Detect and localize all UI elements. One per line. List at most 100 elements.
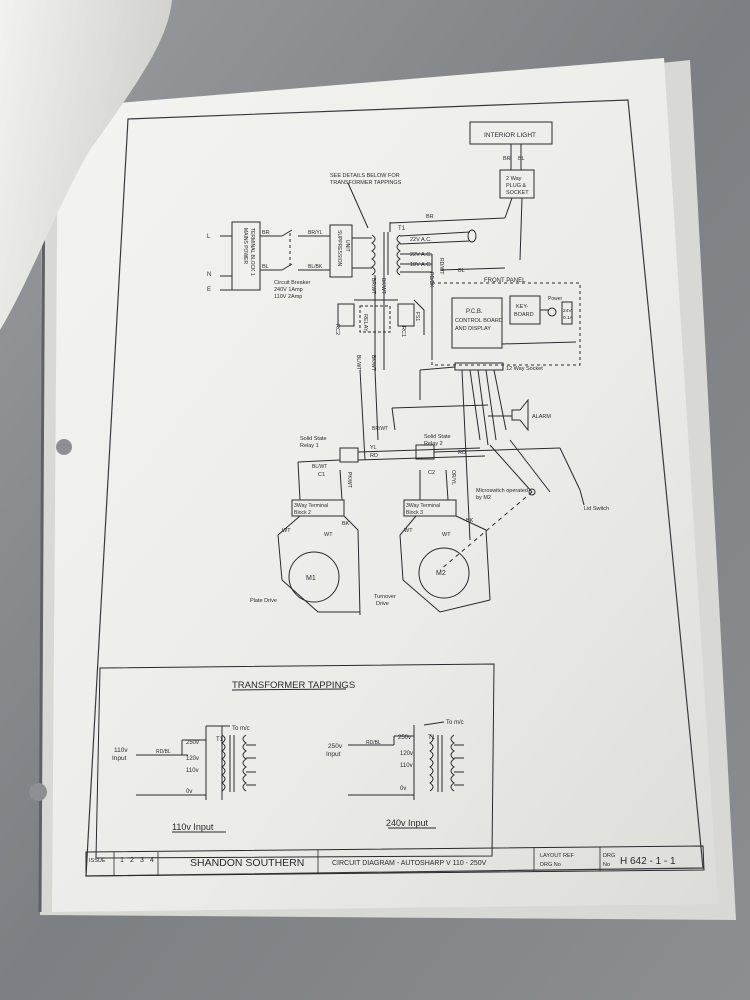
tb3-label-1: 3Way Terminal bbox=[406, 503, 440, 509]
solid-state-relay-1 bbox=[339, 447, 359, 463]
rdbl-right: RD/BL bbox=[366, 740, 381, 746]
in110-2: Input bbox=[112, 755, 127, 762]
suppression-2: UNIT bbox=[344, 240, 350, 252]
in250-2: Input bbox=[326, 751, 341, 758]
wire-wt-1: WT bbox=[324, 532, 333, 538]
power-label: Power bbox=[548, 296, 563, 302]
keyboard-label-2: BOARD bbox=[514, 312, 534, 318]
v110-right: 110v bbox=[400, 763, 413, 769]
wire-wt-3: WT bbox=[442, 532, 451, 538]
wire-bl-label: BL bbox=[518, 156, 525, 162]
wire-bk-1: BK bbox=[342, 521, 350, 527]
caption-240: 240v Input bbox=[386, 818, 429, 828]
no-label: No bbox=[603, 862, 610, 868]
turnover-label-1: Turnover bbox=[374, 594, 396, 600]
terminal-block-3 bbox=[403, 499, 457, 517]
pcb-label-2: CONTROL BOARD bbox=[455, 318, 503, 324]
plug-socket-box bbox=[499, 169, 535, 199]
interior-light-label: INTERIOR LIGHT bbox=[484, 132, 536, 139]
paper-sheet bbox=[52, 58, 718, 912]
lid-switch-label: Lid Switch bbox=[584, 506, 609, 512]
suppression-unit bbox=[329, 224, 353, 278]
breaker-2: 240V 1Amp bbox=[274, 287, 303, 293]
drg-label: DRG bbox=[603, 853, 615, 859]
microswitch bbox=[528, 488, 536, 496]
power-indicator bbox=[547, 307, 557, 317]
plug-label-2: PLUG & bbox=[506, 183, 527, 189]
wire-blwt-relay: BL/WT bbox=[355, 355, 361, 370]
issue-num-3: 3 bbox=[140, 857, 144, 864]
curled-page bbox=[0, 0, 172, 330]
mains-block-label-1: MAINS POWER bbox=[242, 228, 248, 265]
wire-brwt-1: BR/WT bbox=[370, 278, 376, 294]
fs1-label: FS1 bbox=[414, 312, 420, 321]
tappings-title-underline bbox=[231, 688, 347, 691]
title-block-labels: ISSUE 1 2 3 4 SHANDON SOUTHERN CIRCUIT D… bbox=[89, 853, 676, 869]
m2-label: M2 bbox=[436, 570, 446, 577]
pcb-label-3: AND DISPLAY bbox=[455, 326, 491, 332]
relay-label: RELAY bbox=[362, 314, 368, 332]
v250-right: 250v bbox=[398, 735, 411, 741]
wire-blbk: BL/BK bbox=[308, 264, 323, 270]
keyboard-label-1: KEY- bbox=[516, 304, 529, 310]
c1-label: C1 bbox=[318, 472, 325, 478]
breaker-1: Circuit Breaker bbox=[274, 280, 311, 286]
t1-label: T1 bbox=[398, 226, 406, 232]
wire-br-label: BR bbox=[503, 156, 511, 162]
in250-1: 250v bbox=[328, 743, 343, 750]
alarm-speaker bbox=[511, 398, 529, 432]
tappings-right bbox=[348, 721, 464, 800]
motor-m2 bbox=[418, 547, 470, 599]
plate-drive-label: Plate Drive bbox=[250, 598, 277, 604]
twelve-way-socket bbox=[454, 362, 504, 371]
issue-num-2: 2 bbox=[130, 857, 134, 864]
ssr2-label-2: Relay 2 bbox=[424, 441, 443, 447]
c2-label: C2 bbox=[428, 470, 435, 476]
v0-left: 0v bbox=[186, 789, 192, 795]
v110-left: 110v bbox=[186, 768, 199, 774]
turnover-label-2: Drive bbox=[376, 601, 389, 607]
wire-rd-2: RD bbox=[458, 450, 466, 456]
wire-bkwt-1: BK/WT bbox=[380, 278, 386, 294]
binder-hole-2 bbox=[29, 783, 47, 801]
wire-wt-4: WT bbox=[404, 528, 413, 534]
mains-terminal-block bbox=[231, 221, 261, 291]
ssr2-label-1: Solid State bbox=[424, 434, 451, 440]
breaker-3: 110V 2Amp bbox=[274, 294, 302, 300]
t1-left: T1 bbox=[216, 737, 224, 743]
v22a-label: 22V A.C. bbox=[410, 237, 432, 243]
wire-br-top: BR bbox=[426, 214, 434, 220]
tappings-panel bbox=[95, 663, 495, 859]
issue-num-4: 4 bbox=[150, 857, 154, 864]
wire-br-l: BR bbox=[262, 230, 270, 236]
alarm-label: ALARM bbox=[532, 414, 551, 420]
wire-oryl: OR/YL bbox=[450, 470, 456, 485]
pcb-box bbox=[451, 297, 503, 349]
v18-label: 18V A.C. bbox=[410, 262, 432, 268]
v22b-label: 22V A.C. bbox=[410, 252, 432, 258]
tappings-left bbox=[136, 725, 256, 800]
front-panel bbox=[431, 282, 581, 366]
issue-num-1: 1 bbox=[120, 857, 124, 864]
wire-rdwt: RD/WT bbox=[438, 258, 444, 274]
t1-right: T1 bbox=[428, 735, 436, 741]
tb3-label-2: Block 3 bbox=[406, 510, 423, 516]
wire-bl-right: BL bbox=[458, 268, 465, 274]
pcb-label-1: P.C.B. bbox=[466, 309, 483, 315]
suppression-1: SUPPRESSION bbox=[336, 230, 342, 267]
rc2-label: RC2 bbox=[334, 324, 340, 335]
terminal-l: L bbox=[207, 234, 211, 240]
drawing-title: CIRCUIT DIAGRAM - AUTOSHARP V 110 - 250V bbox=[332, 860, 487, 867]
ssr1-label-2: Relay 1 bbox=[300, 443, 319, 449]
way-socket-label: 12 Way Socket bbox=[506, 366, 543, 372]
company-name: SHANDON SOUTHERN bbox=[190, 857, 304, 869]
drawing-border bbox=[85, 99, 704, 877]
wire-rd-1: RD bbox=[370, 453, 378, 459]
terminal-n: N bbox=[207, 272, 211, 278]
circuit-diagram bbox=[220, 121, 585, 616]
tb2-label-1: 3Way Terminal bbox=[294, 503, 328, 509]
v120-left: 120v bbox=[186, 756, 199, 762]
to-mc-right: To m/c bbox=[446, 720, 464, 726]
to-mc-left: To m/c bbox=[232, 726, 250, 732]
